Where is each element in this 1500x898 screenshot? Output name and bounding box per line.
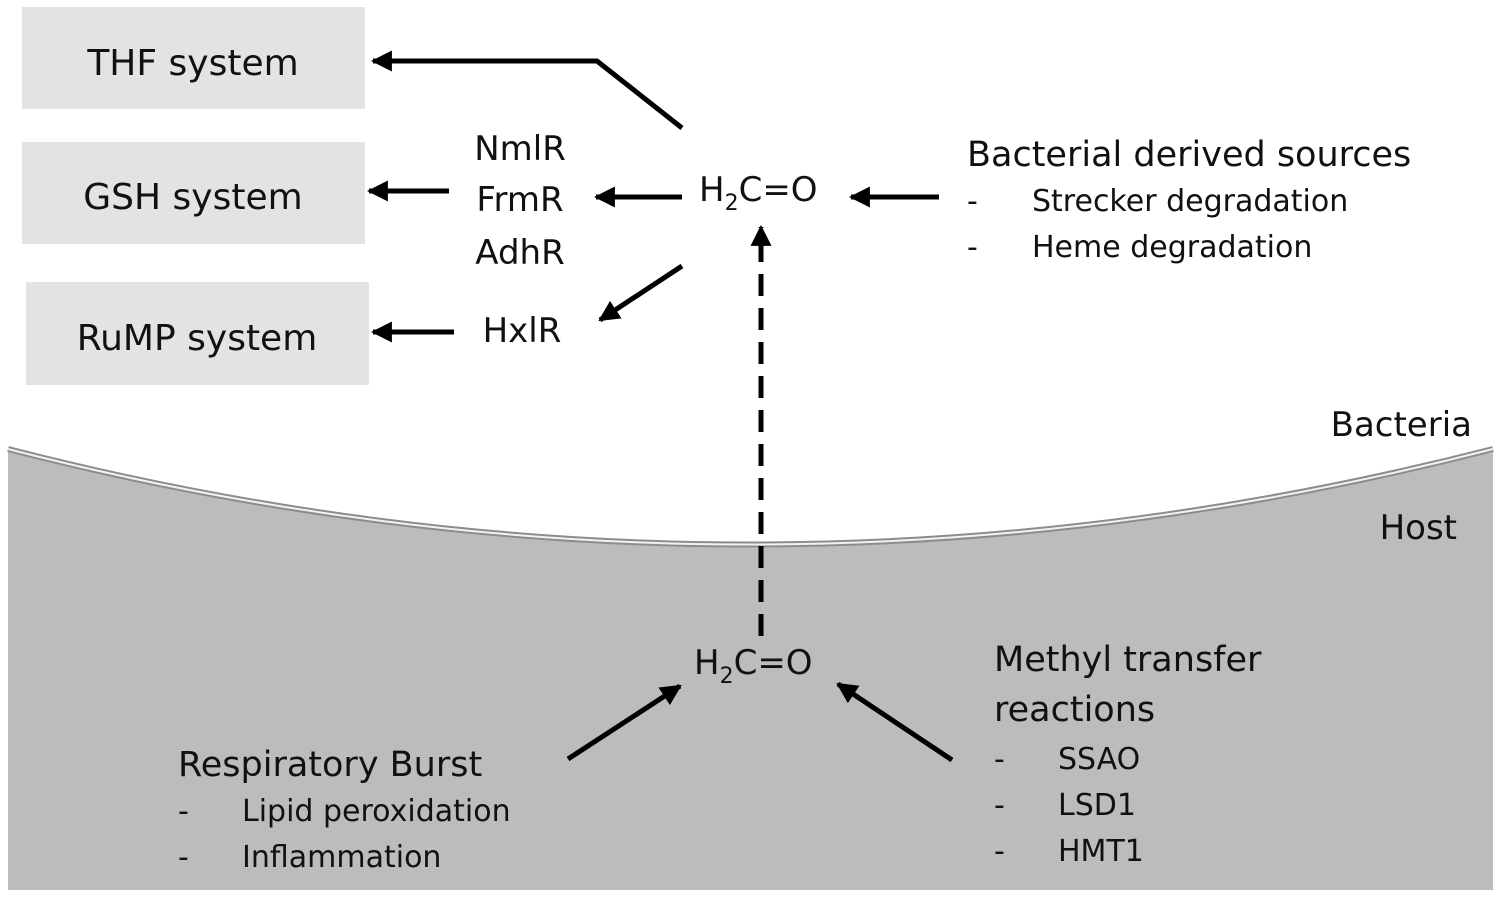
bacteria-region-label: Bacteria — [1331, 405, 1472, 445]
rump-system-label: RuMP system — [77, 318, 318, 359]
bacterial-sources-title: Bacterial derived sources — [967, 135, 1411, 175]
methyl-transfer-item: SSAO — [1058, 742, 1140, 777]
host-region-label: Host — [1380, 508, 1457, 548]
methyl-transfer-title-line2: reactions — [994, 690, 1155, 730]
arrow-methyl-transfer-to-formaldehyde — [836, 681, 954, 763]
bacterial-source-item: Strecker degradation — [1032, 184, 1348, 219]
methyl-transfer-title: Methyl transfer — [994, 640, 1262, 680]
methyl-transfer-dash: - — [994, 742, 1005, 777]
arrow-formaldehyde-to-thf — [370, 50, 684, 130]
bacterial-source-dash: - — [967, 184, 978, 219]
formaldehyde-bacteria: H2C=O — [699, 170, 818, 216]
rump-system-box — [26, 282, 369, 385]
respiratory-burst-dash: - — [178, 794, 189, 829]
host-region — [8, 449, 1493, 890]
regulator-nmlr: NmlR — [474, 129, 566, 169]
thf-system-box — [22, 7, 365, 109]
respiratory-burst-title: Respiratory Burst — [178, 745, 482, 785]
respiratory-burst-item: Lipid peroxidation — [242, 794, 511, 829]
thf-system-label: THF system — [86, 43, 298, 84]
respiratory-burst-dash: - — [178, 840, 189, 875]
gsh-system-label: GSH system — [83, 177, 302, 218]
gsh-system-box — [22, 142, 365, 244]
methyl-transfer-dash: - — [994, 788, 1005, 823]
regulator-adhr: AdhR — [475, 233, 564, 273]
arrow-respiratory-burst-to-formaldehyde — [566, 683, 682, 762]
regulator-frmr: FrmR — [476, 180, 563, 220]
methyl-transfer-item: LSD1 — [1058, 788, 1136, 823]
methyl-transfer-dash: - — [994, 834, 1005, 869]
bacterial-source-item: Heme degradation — [1032, 230, 1312, 265]
respiratory-burst-item: Inflammation — [242, 840, 441, 875]
bacterial-source-dash: - — [967, 230, 978, 265]
arrow-formaldehyde-to-hxlr — [598, 263, 684, 323]
formaldehyde-host: H2C=O — [694, 643, 813, 689]
regulator-hxlr: HxlR — [483, 311, 562, 351]
methyl-transfer-item: HMT1 — [1058, 834, 1144, 869]
